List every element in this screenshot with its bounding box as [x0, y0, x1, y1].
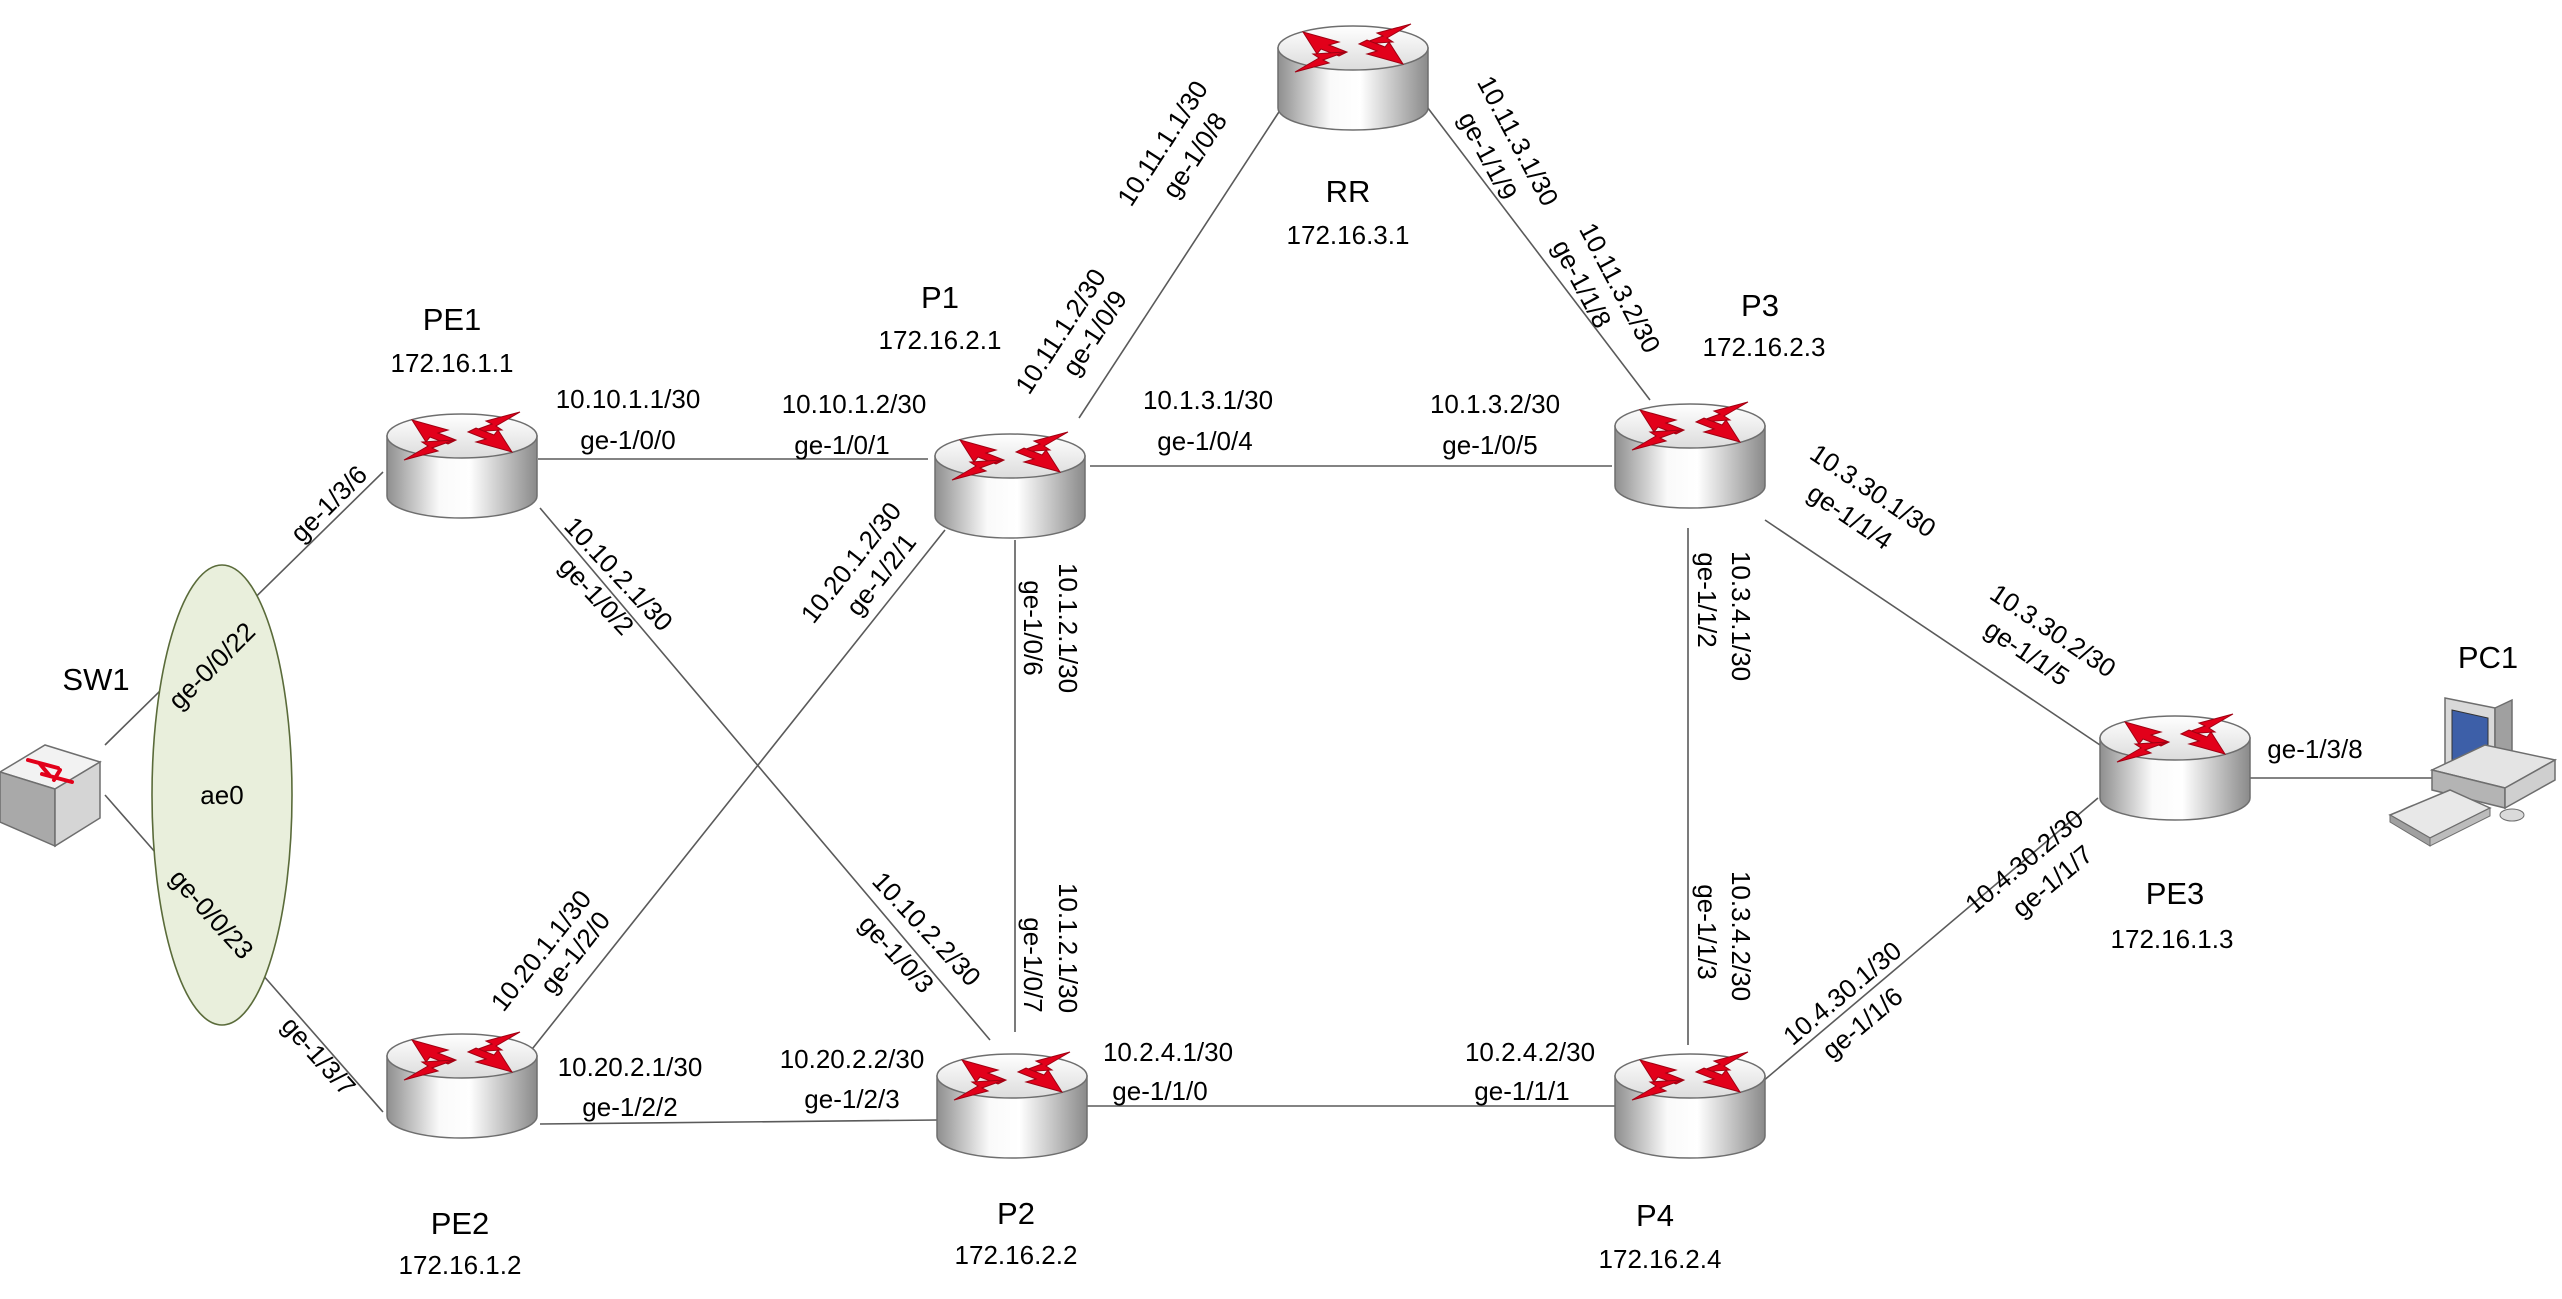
link-interface-label: ge-1/0/1 — [794, 430, 889, 460]
pc-pc1[interactable] — [2388, 697, 2558, 847]
node-name-p4: P4 — [1636, 1198, 1674, 1233]
switch-sw1[interactable] — [0, 744, 102, 848]
link-labels: 10.10.1.1/30 ge-1/0/0 10.10.1.2/30 ge-1/… — [162, 71, 2363, 1122]
link-interface-label: ge-1/0/0 — [580, 425, 675, 455]
link-ip-label: 10.1.2.1/30 — [1053, 883, 1083, 1013]
node-ip-pe3: 172.16.1.3 — [2111, 924, 2234, 954]
link-ip-label: 10.10.1.1/30 — [556, 384, 701, 414]
link-interface-label: ge-1/2/2 — [582, 1092, 677, 1122]
link-ip-label: 10.1.3.1/30 — [1143, 385, 1273, 415]
node-name-p1: P1 — [921, 280, 959, 315]
router-p1[interactable] — [934, 431, 1086, 539]
link-interface-label: ge-1/3/6 — [284, 459, 373, 548]
router-icon — [1614, 1051, 1766, 1159]
router-p4[interactable] — [1614, 1051, 1766, 1159]
link-interface-label: ge-1/3/8 — [2267, 734, 2362, 764]
link-ip-label: 10.1.2.1/30 — [1053, 563, 1083, 693]
link-pe2-p1 — [524, 529, 946, 1059]
node-ip-p1: 172.16.2.1 — [879, 325, 1002, 355]
link-interface-label: ge-1/0/4 — [1157, 426, 1252, 456]
link-interface-label: ge-1/3/7 — [276, 1010, 362, 1101]
link-rr-p3 — [1417, 94, 1651, 401]
link-interface-label: ge-1/0/6 — [1018, 580, 1048, 675]
router-icon — [386, 1031, 538, 1139]
node-name-rr: RR — [1326, 174, 1371, 209]
link-interface-label: ge-1/0/5 — [1442, 430, 1537, 460]
node-name-sw1: SW1 — [62, 662, 129, 697]
link-interface-label: ge-1/1/2 — [1692, 552, 1722, 647]
router-pe2[interactable] — [386, 1031, 538, 1139]
link-interface-label: ge-1/0/7 — [1018, 917, 1048, 1012]
node-name-p3: P3 — [1741, 288, 1779, 323]
link-interface-label: ge-1/1/0 — [1112, 1076, 1207, 1106]
router-icon — [1614, 401, 1766, 509]
router-rr[interactable] — [1277, 23, 1429, 131]
lag-ellipse — [151, 564, 293, 1026]
router-icon — [936, 1051, 1088, 1159]
link-p4-pe3 — [1761, 797, 2099, 1083]
link-pe1-p2 — [539, 507, 991, 1041]
node-ip-pe2: 172.16.1.2 — [399, 1250, 522, 1280]
node-name-pe2: PE2 — [431, 1206, 490, 1241]
node-name-pe1: PE1 — [423, 302, 482, 337]
node-name-p2: P2 — [997, 1196, 1035, 1231]
node-name-pc1: PC1 — [2458, 640, 2518, 675]
link-ip-label: 10.1.3.2/30 — [1430, 389, 1560, 419]
link-ip-label: 10.2.4.1/30 — [1103, 1037, 1233, 1067]
lag-name: ae0 — [200, 780, 243, 810]
router-pe3[interactable] — [2099, 713, 2251, 821]
node-ip-rr: 172.16.3.1 — [1287, 220, 1410, 250]
router-p3[interactable] — [1614, 401, 1766, 509]
router-p2[interactable] — [936, 1051, 1088, 1159]
links — [104, 94, 2435, 1125]
node-ip-pe1: 172.16.1.1 — [391, 348, 514, 378]
node-labels: RR 172.16.3.1 P1 172.16.2.1 PE1 172.16.1… — [62, 174, 2518, 1280]
router-pe1[interactable] — [386, 411, 538, 519]
link-p3-pe3 — [1764, 519, 2101, 746]
node-name-pe3: PE3 — [2146, 876, 2205, 911]
node-ip-p3: 172.16.2.3 — [1703, 332, 1826, 362]
node-ip-p4: 172.16.2.4 — [1599, 1244, 1722, 1274]
link-ip-label: 10.10.1.2/30 — [782, 389, 927, 419]
link-interface-label: ge-1/1/3 — [1692, 884, 1722, 979]
link-ip-label: 10.20.2.2/30 — [780, 1044, 925, 1074]
link-ip-label: 10.20.2.1/30 — [558, 1052, 703, 1082]
link-ip-label: 10.3.4.1/30 — [1726, 551, 1756, 681]
router-icon — [1277, 23, 1429, 131]
link-pe2-p2 — [539, 1119, 939, 1125]
router-icon — [934, 431, 1086, 539]
link-ip-label: 10.3.4.2/30 — [1726, 871, 1756, 1001]
router-icon — [2099, 713, 2251, 821]
link-interface-label: ge-1/1/1 — [1474, 1076, 1569, 1106]
link-interface-label: ge-1/2/3 — [804, 1084, 899, 1114]
router-icon — [386, 411, 538, 519]
link-ip-label: 10.2.4.2/30 — [1465, 1037, 1595, 1067]
node-ip-p2: 172.16.2.2 — [955, 1240, 1078, 1270]
link-p1-rr — [1078, 94, 1291, 419]
